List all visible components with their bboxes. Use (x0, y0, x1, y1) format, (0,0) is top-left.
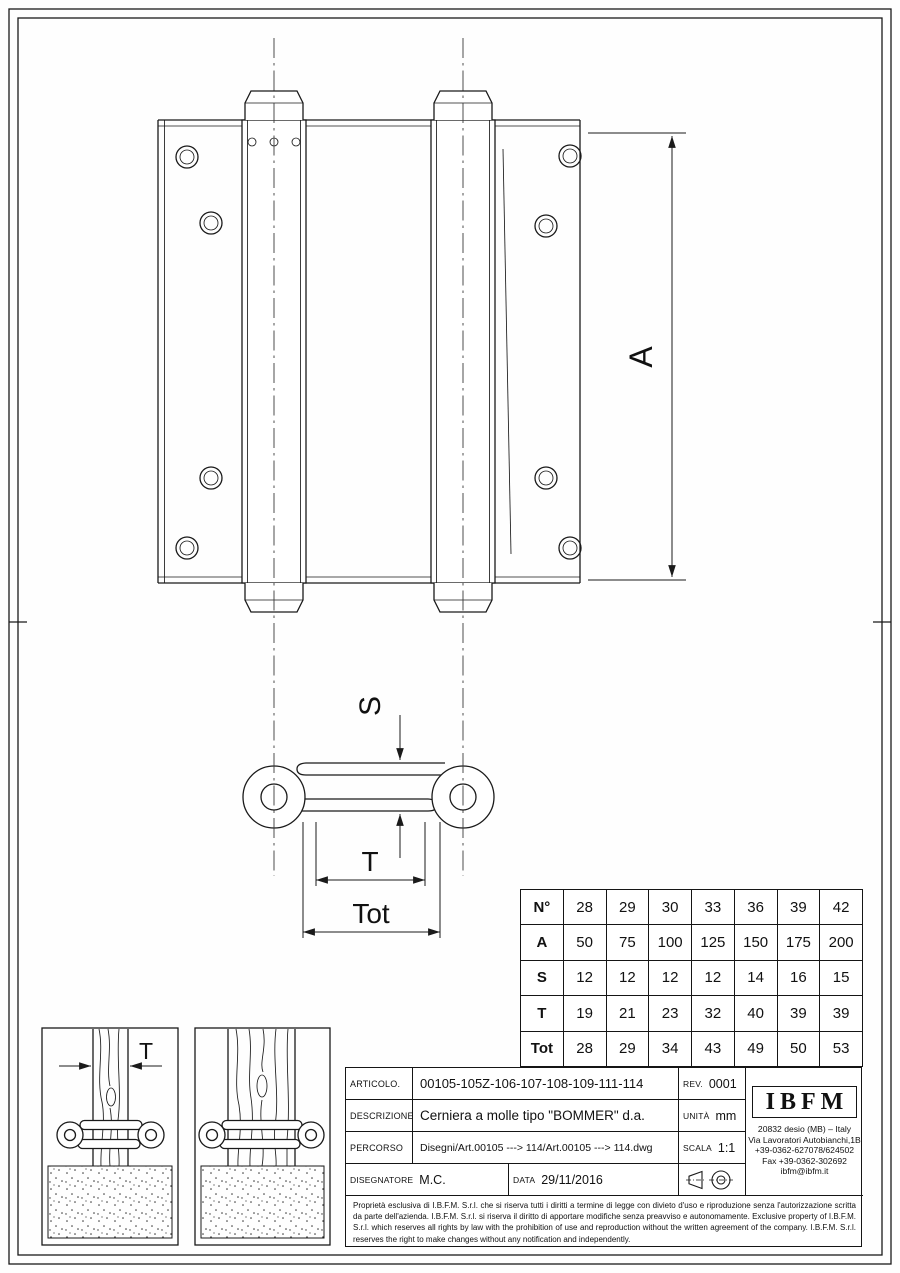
row-header: T (520, 995, 564, 1032)
left-spring-barrel (241, 119, 307, 584)
size-table: N° 28 29 30 33 36 39 42 A 50 75 100 125 … (520, 888, 863, 1068)
title-block: ARTICOLO. 00105-105Z-106-107-108-109-111… (345, 1067, 863, 1247)
company-address-1: 20832 desio (MB) – Italy (757, 1124, 852, 1135)
descrizione-value: Cerniera a molle tipo "BOMMER" d.a. (413, 1100, 679, 1132)
top-view (242, 762, 495, 829)
floor-hatch-1 (47, 1165, 173, 1239)
dimension-label-s: S (354, 696, 387, 716)
row-header: S (520, 959, 564, 997)
table-row: S 12 12 12 12 14 16 15 (520, 959, 863, 997)
projection-symbol-icon (686, 1169, 733, 1190)
table-row: A 50 75 100 125 150 175 200 (520, 924, 863, 961)
articolo-label: ARTICOLO. (346, 1068, 413, 1100)
center-lines (273, 38, 464, 876)
percorso-label: PERCORSO (346, 1132, 413, 1164)
detail-view-2 (194, 1027, 331, 1246)
articolo-value: 00105-105Z-106-107-108-109-111-114 (413, 1068, 679, 1100)
scala-value: 1:1 (717, 1140, 736, 1155)
disegnatore-value: M.C. (419, 1172, 446, 1187)
dimension-s: S (354, 696, 404, 858)
rev-cell: REV. 0001 (679, 1068, 746, 1100)
percorso-value: Disegni/Art.00105 ---> 114/Art.00105 ---… (413, 1132, 679, 1164)
data-value: 29/11/2016 (541, 1172, 603, 1187)
data-label: DATA (513, 1174, 536, 1185)
sheet-frame (8, 8, 892, 1265)
table-row: Tot 28 29 34 43 49 50 53 (520, 1030, 863, 1068)
legal-notice: Proprietà esclusiva di I.B.F.M. S.r.l. c… (353, 1201, 856, 1244)
descrizione-label: DESCRIZIONE (346, 1100, 413, 1132)
company-fax: Fax +39-0362-302692 (762, 1155, 847, 1166)
table-row: T 19 21 23 32 40 39 39 (520, 995, 863, 1032)
right-spring-barrel (430, 119, 496, 584)
company-address-2: Via Lavoratori Autobianchi,1B (748, 1134, 861, 1145)
unita-value: mm (715, 1108, 737, 1123)
dimension-label-t: T (361, 846, 378, 877)
detail-view-1: T (41, 1027, 179, 1246)
rev-label: REV. (683, 1078, 703, 1089)
dimension-label-a: A (623, 346, 659, 368)
scala-label: SCALA (683, 1142, 712, 1153)
floor-hatch-2 (200, 1165, 325, 1239)
row-header: N° (520, 888, 564, 926)
unita-label: UNITÀ (683, 1110, 710, 1121)
dimension-t: T (315, 822, 426, 886)
table-row: N° 28 29 30 33 36 39 42 (520, 888, 863, 926)
dimension-label-tot: Tot (352, 898, 390, 929)
screw-holes-left (175, 145, 223, 560)
projection-symbol-cell (679, 1164, 746, 1196)
detail-dimension-label-t: T (139, 1038, 153, 1064)
row-header: A (520, 924, 564, 961)
scala-cell: SCALA 1:1 (679, 1132, 746, 1164)
row-header: Tot (520, 1030, 564, 1068)
dimension-tot: Tot (302, 822, 441, 938)
company-email: ibfm@ibfm.it (780, 1166, 829, 1177)
company-logo: IBFM (751, 1086, 858, 1119)
screw-holes-right (534, 144, 582, 560)
rev-value: 0001 (708, 1076, 737, 1091)
front-view (157, 90, 582, 613)
company-phone: +39-0362-627078/624502 (754, 1145, 855, 1156)
unita-cell: UNITÀ mm (679, 1100, 746, 1132)
data-cell: DATA 29/11/2016 (509, 1164, 679, 1196)
dimension-a: A (588, 132, 686, 581)
disegnatore-label: DISEGNATORE (350, 1174, 414, 1185)
company-block: IBFM 20832 desio (MB) – Italy Via Lavora… (746, 1068, 863, 1196)
disegnatore-cell: DISEGNATORE M.C. (346, 1164, 509, 1196)
